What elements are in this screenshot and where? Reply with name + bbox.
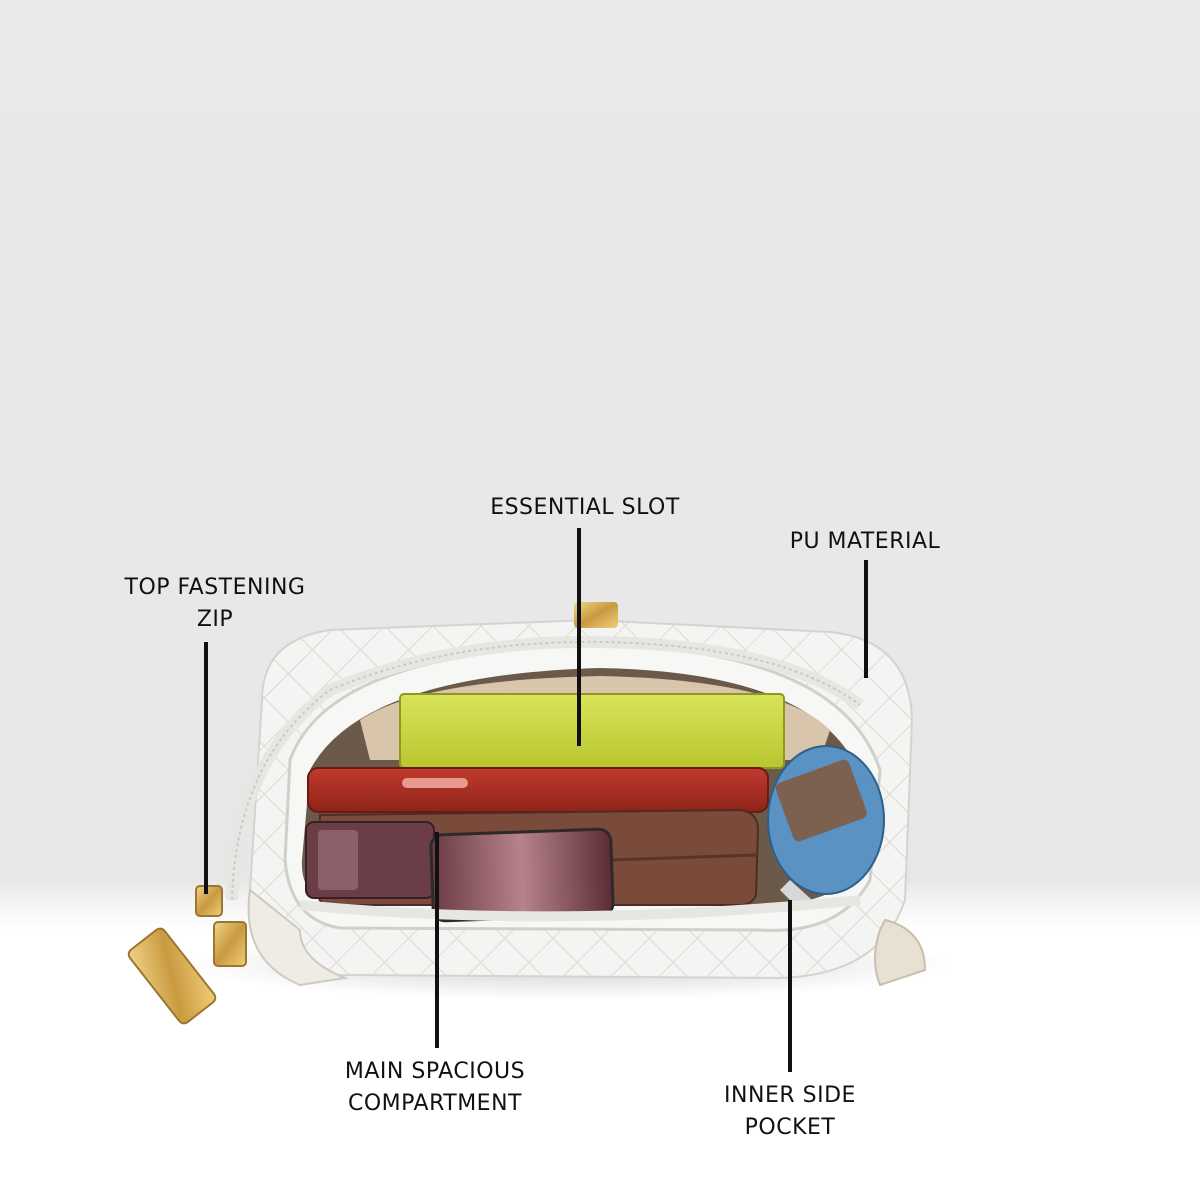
callout-main-spacious-compartment: MAIN SPACIOUS COMPARTMENT [310, 1056, 560, 1120]
callout-text-line: POCKET [744, 1115, 836, 1140]
zip-puller [127, 885, 247, 1025]
callout-pu-material: PU MATERIAL [760, 526, 970, 558]
phone [307, 767, 769, 813]
leader-line-inner-side-pocket [788, 900, 792, 1072]
phone-button [402, 778, 468, 788]
callout-text-line: PU MATERIAL [789, 529, 941, 554]
leader-line-main-spacious-compartment [435, 832, 439, 1048]
callout-top-fastening-zip: TOP FASTENING ZIP [100, 572, 330, 636]
callout-inner-side-pocket: INNER SIDE POCKET [680, 1080, 900, 1144]
leader-line-pu-material [864, 560, 868, 678]
callout-text-line: ESSENTIAL SLOT [490, 495, 680, 520]
callout-text-line: COMPARTMENT [348, 1091, 522, 1116]
callout-text-line: TOP FASTENING [124, 575, 306, 600]
clasp [574, 602, 618, 628]
lip-gloss [429, 827, 615, 923]
callout-text-line: MAIN SPACIOUS [344, 1059, 526, 1084]
side-pocket-items [767, 745, 885, 910]
callout-text-line: ZIP [196, 607, 234, 632]
leader-line-essential-slot [577, 528, 581, 746]
notebook [399, 693, 785, 769]
callout-text-line: INNER SIDE [724, 1083, 856, 1108]
callout-essential-slot: ESSENTIAL SLOT [470, 492, 700, 524]
zipper-track [226, 635, 864, 901]
leader-line-top-fastening-zip [204, 642, 208, 894]
